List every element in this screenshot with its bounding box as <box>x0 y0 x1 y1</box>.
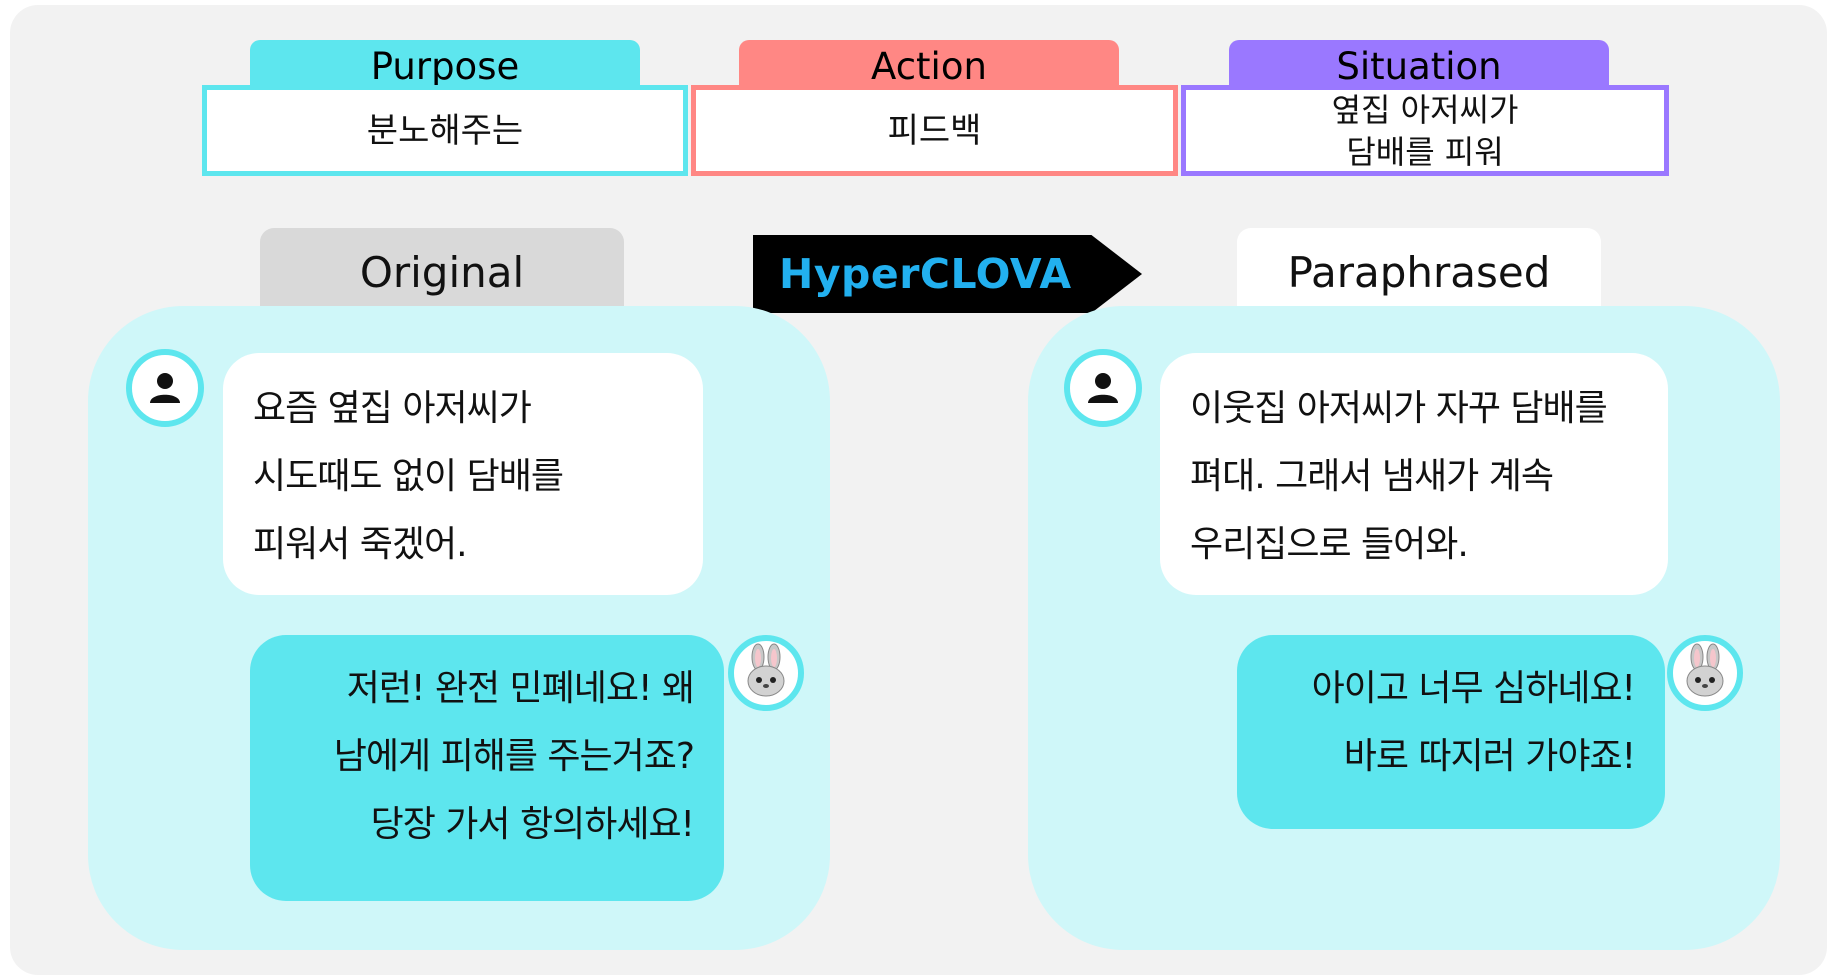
original-bot-avatar <box>728 635 804 711</box>
situation-value-line2: 담배를 피워 <box>1346 132 1504 171</box>
paraphrased-user-bubble: 이웃집 아저씨가 자꾸 담배를 펴대. 그래서 냄새가 계속 우리집으로 들어와… <box>1160 353 1668 595</box>
situation-value-line1: 옆집 아저씨가 <box>1331 90 1519 129</box>
user-person-icon <box>150 373 180 403</box>
message-line: 이웃집 아저씨가 자꾸 담배를 <box>1190 388 1608 429</box>
original-user-bubble: 요즘 옆집 아저씨가 시도때도 없이 담배를 피워서 죽겠어. <box>223 353 703 595</box>
bunny-icon <box>1686 643 1724 697</box>
action-value: 피드백 <box>887 110 982 151</box>
purpose-tag-box: 분노해주는 <box>202 85 688 176</box>
bunny-icon <box>747 643 785 697</box>
hyperclova-label: HyperCLOVA <box>779 250 1072 298</box>
purpose-value: 분노해주는 <box>366 110 524 151</box>
message-line: 펴대. 그래서 냄새가 계속 <box>1190 456 1554 497</box>
original-section-tab: Original <box>260 228 624 320</box>
hyperclova-arrow: HyperCLOVA <box>753 235 1142 313</box>
message-line: 피워서 죽겠어. <box>253 524 468 565</box>
paraphrased-user-avatar <box>1064 349 1142 427</box>
situation-tag-box: 옆집 아저씨가 담배를 피워 <box>1181 85 1669 176</box>
action-tag-box: 피드백 <box>691 85 1178 176</box>
original-user-avatar <box>126 349 204 427</box>
diagram-canvas: Purpose 분노해주는 Action 피드백 Situation 옆집 아저… <box>10 5 1827 975</box>
paraphrased-bot-bubble: 아이고 너무 심하네요! 바로 따지러 가야죠! <box>1237 635 1665 829</box>
message-line: 우리집으로 들어와. <box>1190 524 1469 565</box>
message-line: 요즘 옆집 아저씨가 <box>253 388 532 429</box>
user-person-icon <box>1088 373 1118 403</box>
message-line: 저런! 완전 민폐네요! 왜 <box>346 668 695 709</box>
paraphrased-bot-avatar <box>1667 635 1743 711</box>
message-line: 바로 따지러 가야죠! <box>1343 736 1636 777</box>
paraphrased-section-tab: Paraphrased <box>1237 228 1601 320</box>
message-line: 남에게 피해를 주는거죠? <box>333 736 695 777</box>
original-bot-bubble: 저런! 완전 민폐네요! 왜 남에게 피해를 주는거죠? 당장 가서 항의하세요… <box>250 635 724 901</box>
message-line: 아이고 너무 심하네요! <box>1311 668 1636 709</box>
message-line: 시도때도 없이 담배를 <box>253 456 564 497</box>
message-line: 당장 가서 항의하세요! <box>370 804 695 845</box>
